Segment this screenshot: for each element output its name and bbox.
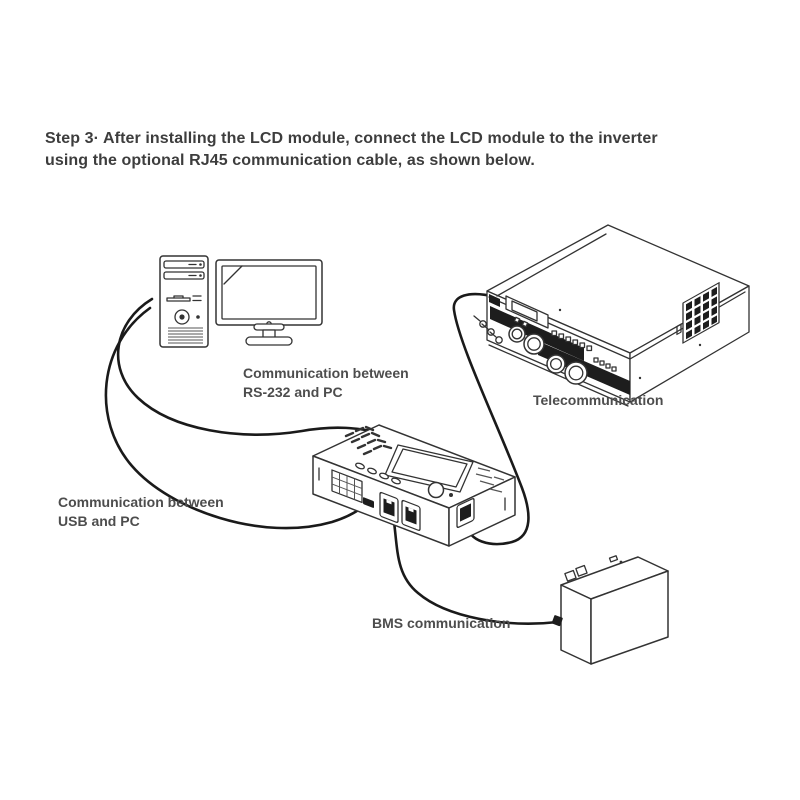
battery-vent-dot	[619, 560, 623, 564]
floppy-slot	[166, 295, 191, 302]
tower-vent-grille	[168, 327, 203, 344]
desktop-monitor	[215, 259, 323, 346]
module-buttons	[355, 462, 401, 485]
inverter	[473, 224, 750, 407]
battery-left-face	[560, 584, 592, 665]
monitor-screen	[221, 265, 317, 320]
usb-cable	[104, 306, 369, 530]
inverter-comm-connector	[489, 294, 500, 307]
inverter-vent-band-1	[490, 306, 584, 361]
battery-cable-plug	[551, 615, 563, 627]
module-speaker-slots	[344, 425, 393, 456]
inverter-terminal-row	[551, 330, 593, 352]
module-printed-marks	[475, 467, 505, 493]
power-led	[196, 315, 200, 319]
inverter-dip-row	[593, 357, 617, 372]
step-heading-line2: using the optional RJ45 communication ca…	[45, 152, 535, 169]
battery-front-face	[590, 570, 669, 665]
inverter-cable-glands	[508, 325, 588, 385]
module-rj45-port-2	[401, 499, 421, 531]
inverter-display-screen	[511, 300, 538, 322]
module-right-face	[448, 476, 516, 547]
power-button	[174, 309, 190, 325]
lcd-module	[312, 424, 516, 547]
monitor-stand-top	[253, 323, 285, 331]
label-rs232: Communication between RS-232 and PC	[243, 365, 409, 400]
module-lcd-screen-inner	[391, 448, 468, 488]
module-led-dot	[449, 493, 453, 497]
desktop-tower	[159, 255, 209, 348]
module-label-grid	[331, 469, 363, 504]
step-heading: Step 3· After installing the LCD module,…	[45, 128, 795, 172]
inverter-battery-terminals	[473, 315, 503, 344]
telecom-cable	[452, 292, 530, 546]
drive-bay-1	[163, 260, 205, 269]
label-usb: Communication between USB and PC	[58, 494, 224, 529]
module-usb-port	[363, 497, 374, 508]
module-lcd-screen	[384, 444, 474, 493]
label-telecom: Telecommunication	[533, 392, 664, 408]
screen-reflection	[223, 265, 243, 285]
inverter-side-vent	[676, 281, 720, 344]
battery	[551, 555, 669, 665]
bms-cable	[391, 512, 560, 625]
drive-bay-2	[163, 271, 205, 280]
label-bms: BMS communication	[372, 615, 511, 631]
module-rj45-port-1	[379, 491, 399, 523]
battery-terminals	[564, 564, 588, 582]
step-heading-line1: Step 3· After installing the LCD module,…	[45, 130, 658, 147]
module-side-rj45-port	[456, 498, 475, 528]
monitor-stand-base	[245, 336, 293, 346]
module-rotary-button	[427, 481, 445, 499]
battery-notch	[608, 555, 619, 563]
